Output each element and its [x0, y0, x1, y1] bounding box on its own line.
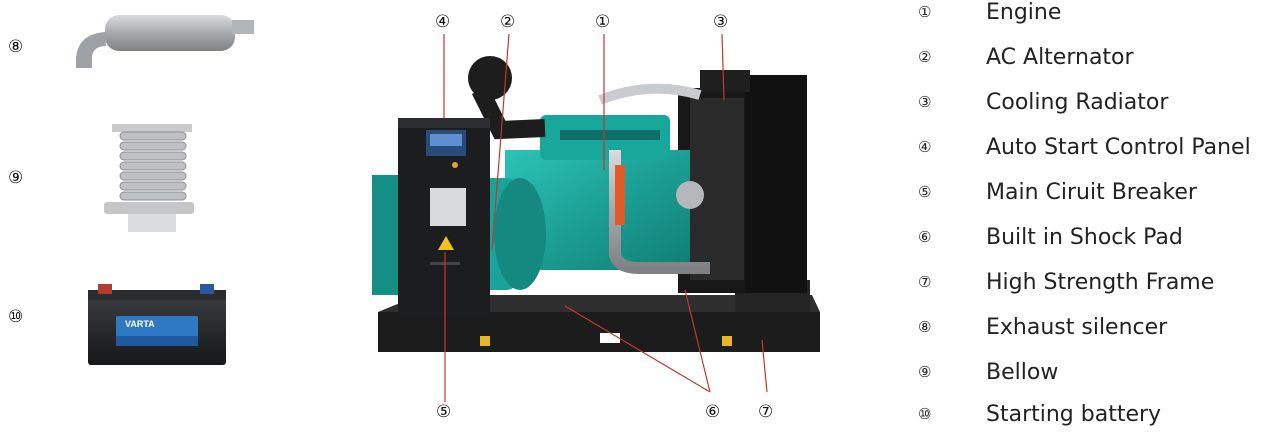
- legend-text: Cooling Radiator: [986, 89, 1169, 115]
- battery-brand: VARTA: [125, 319, 155, 329]
- legend-item: ⑤ Main Ciruit Breaker: [918, 172, 1197, 212]
- legend-text: Starting battery: [986, 401, 1162, 427]
- legend-text: Main Ciruit Breaker: [986, 179, 1197, 205]
- legend-item: ⑨ Bellow: [918, 352, 1058, 392]
- legend-item: ⑦ High Strength Frame: [918, 262, 1214, 302]
- legend-num: ⑦: [918, 273, 932, 291]
- legend-text: Built in Shock Pad: [986, 224, 1183, 250]
- legend-num: ⑧: [918, 318, 932, 336]
- legend-num: ③: [918, 93, 932, 111]
- control-panel-cabinet: [398, 118, 490, 316]
- exhaust-silencer-image: [76, 15, 254, 68]
- callout-breaker: ⑤: [436, 402, 452, 422]
- legend-item: ⑩ Starting battery: [918, 394, 1161, 434]
- callout-radiator: ③: [713, 12, 729, 32]
- callout-frame: ⑦: [758, 402, 774, 422]
- callout-alternator: ②: [500, 12, 516, 32]
- callout-lines: [443, 33, 768, 402]
- legend-text: Bellow: [986, 359, 1059, 385]
- callout-shock-pad: ⑥: [705, 402, 721, 422]
- legend-num: ④: [918, 138, 932, 156]
- legend-item: ④ Auto Start Control Panel: [918, 127, 1251, 167]
- legend-text: High Strength Frame: [986, 269, 1215, 295]
- legend-num: ⑩: [918, 405, 932, 423]
- callout-bellow: ⑨: [8, 168, 24, 188]
- legend-num: ⑥: [918, 228, 932, 246]
- callout-silencer: ⑧: [8, 37, 24, 57]
- callout-engine: ①: [595, 12, 611, 32]
- callout-battery: ⑩: [8, 307, 24, 327]
- legend-num: ⑨: [918, 363, 932, 381]
- bellow-image: [104, 124, 194, 232]
- radiator: [678, 70, 807, 293]
- legend-item: ③ Cooling Radiator: [918, 82, 1168, 122]
- legend-num: ②: [918, 48, 932, 66]
- legend-item: ① Engine: [918, 0, 1061, 32]
- callout-control-panel: ④: [435, 12, 451, 32]
- legend-item: ⑧ Exhaust silencer: [918, 307, 1167, 347]
- legend-num: ⑤: [918, 183, 932, 201]
- battery-image: [88, 284, 226, 365]
- legend-text: AC Alternator: [986, 44, 1134, 70]
- legend-item: ⑥ Built in Shock Pad: [918, 217, 1183, 257]
- legend-text: Engine: [986, 0, 1062, 25]
- legend-item: ② AC Alternator: [918, 37, 1134, 77]
- legend-text: Auto Start Control Panel: [986, 134, 1251, 160]
- engine: [468, 56, 710, 274]
- legend-text: Exhaust silencer: [986, 314, 1168, 340]
- legend-num: ①: [918, 3, 932, 21]
